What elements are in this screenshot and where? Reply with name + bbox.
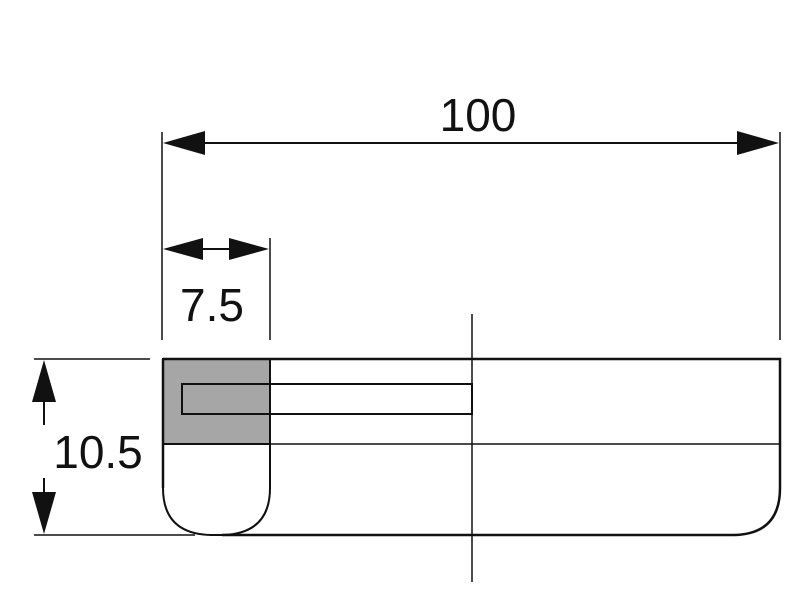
bond-layer [162, 358, 271, 445]
height-dimension: 10.5 [32, 358, 195, 536]
rim-arrowhead-left [163, 238, 203, 260]
arrowhead-right [737, 131, 779, 155]
rim-width-label: 7.5 [180, 279, 244, 331]
rim-arrowhead-right [229, 238, 269, 260]
arrowhead-left [163, 131, 205, 155]
rim-width-dimension: 7.5 [163, 238, 271, 340]
height-label: 10.5 [53, 426, 143, 478]
overall-width-label: 100 [440, 89, 517, 141]
wheel-body [161, 357, 782, 537]
height-arrowhead-bottom [32, 492, 56, 534]
overall-width-dimension: 100 [161, 89, 781, 340]
wheel-outline [222, 357, 782, 537]
height-arrowhead-top [32, 360, 56, 402]
abrasive-layer [162, 443, 271, 536]
